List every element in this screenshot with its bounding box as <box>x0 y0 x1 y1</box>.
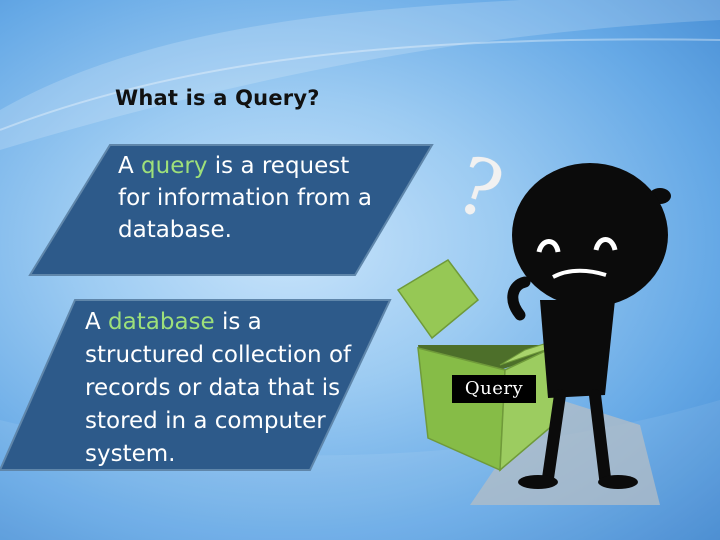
query-definition-rest: is a request for information from a data… <box>118 153 372 243</box>
database-definition-text: A database is a structured collection of… <box>85 306 365 471</box>
open-green-box-icon <box>396 259 589 472</box>
database-definition-prefix: A <box>85 309 109 335</box>
slide-title: What is a Query? <box>115 86 320 110</box>
query-definition-prefix: A <box>118 153 142 179</box>
box-query-label: Query <box>452 375 536 403</box>
definition-panel-query <box>28 144 434 276</box>
query-definition-text: A query is a request for information fro… <box>118 150 388 246</box>
database-term: database <box>108 309 215 335</box>
confused-figure-icon <box>507 163 671 489</box>
query-term: query <box>141 153 208 179</box>
database-definition-rest: is a structured collection of records or… <box>85 309 352 467</box>
definition-panel-database <box>0 299 392 471</box>
